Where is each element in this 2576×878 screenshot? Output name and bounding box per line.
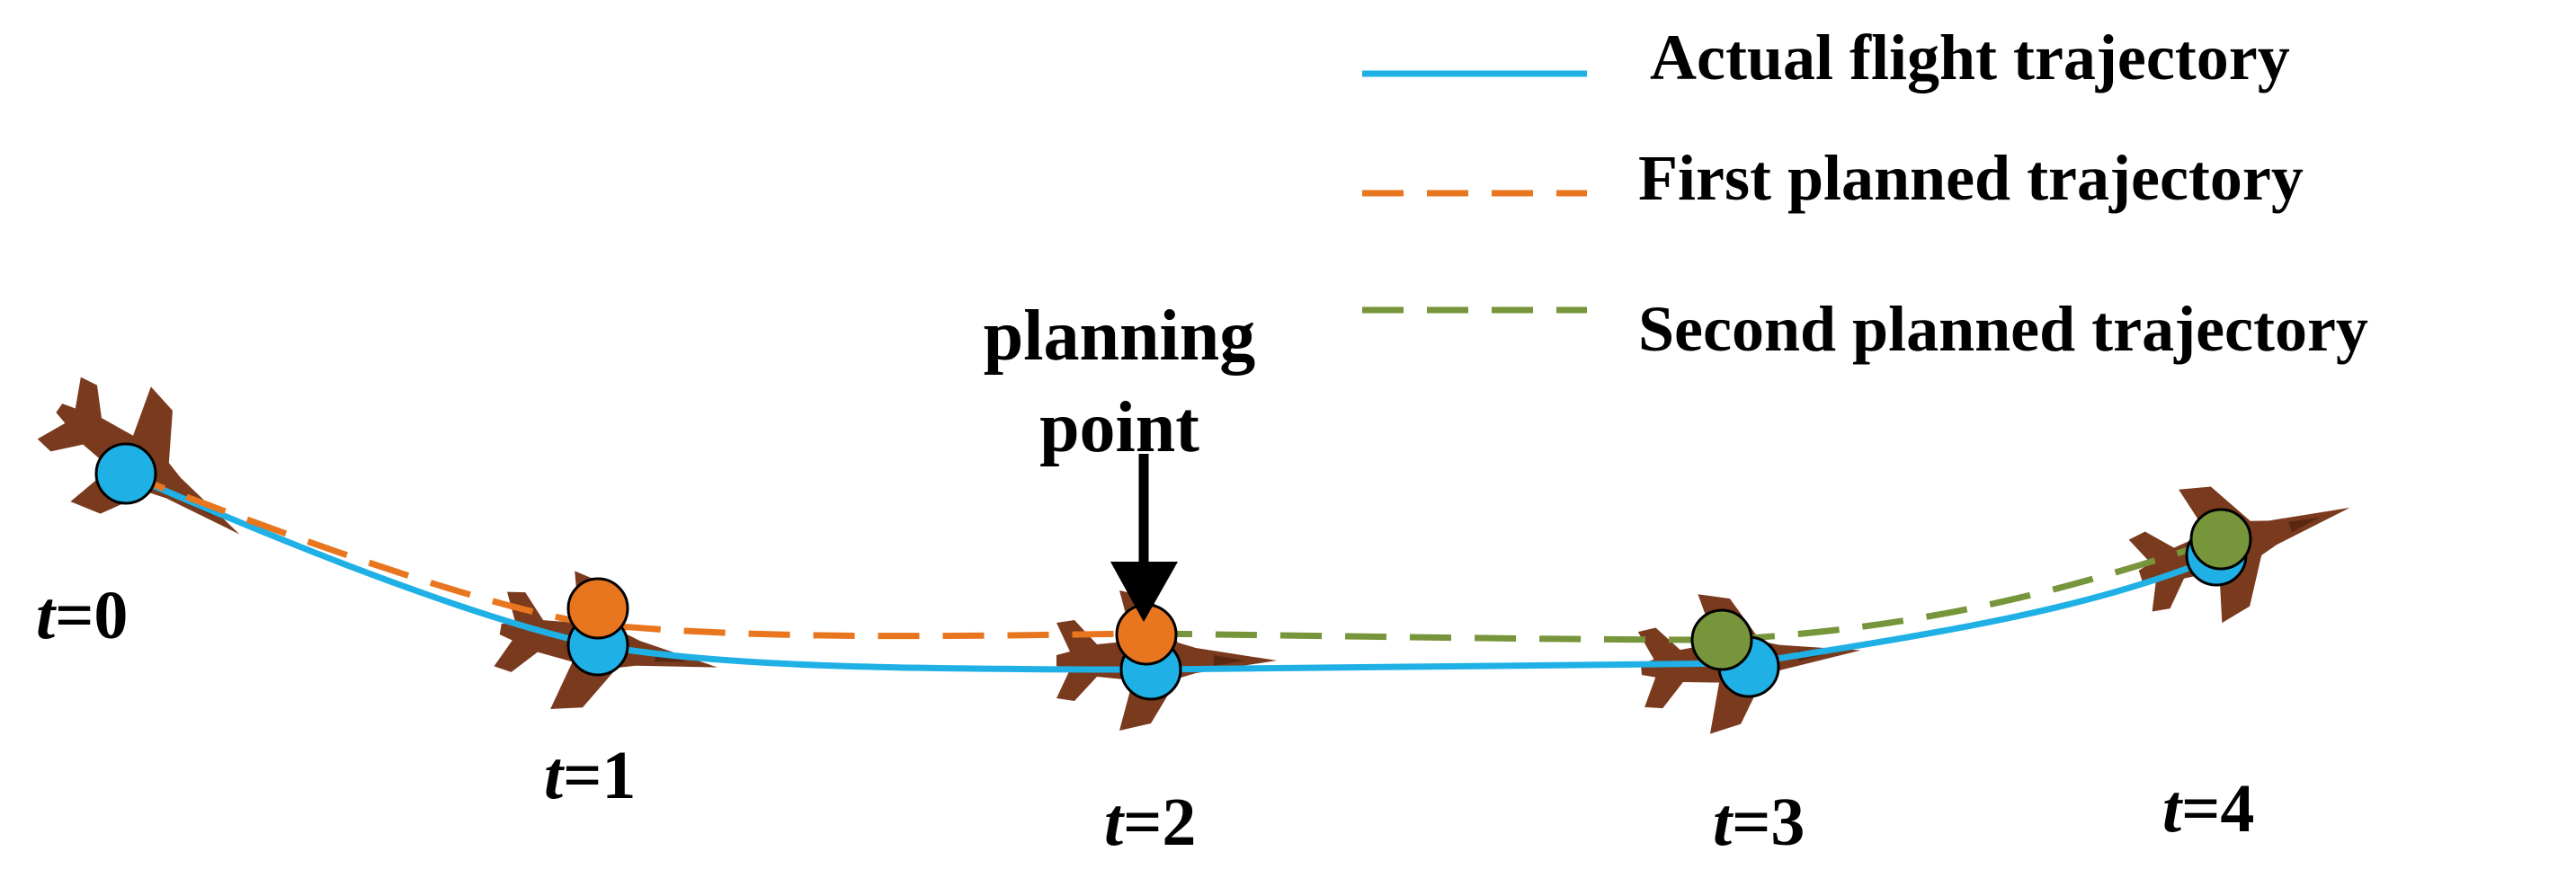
time-label-t2-value: =2	[1123, 785, 1196, 860]
legend-first-label: First planned trajectory	[1638, 142, 2304, 214]
first-planned-trajectory	[124, 470, 1143, 640]
point-t0-actual	[94, 442, 157, 505]
down-arrow-icon	[1110, 454, 1178, 622]
time-label-t3: t=3	[1713, 785, 1805, 860]
time-label-t2-var: t	[1104, 785, 1126, 860]
planning-point-label-line1: planning	[984, 297, 1255, 376]
time-label-t0: t=0	[36, 578, 128, 653]
point-t3-second	[1690, 608, 1753, 671]
time-label-t0-value: =0	[55, 578, 128, 653]
point-t1-first	[566, 577, 629, 640]
time-label-t1-value: =1	[563, 738, 636, 813]
legend-second-label: Second planned trajectory	[1638, 293, 2368, 365]
planning-point-label-line2: point	[1039, 388, 1199, 467]
legend: Actual flight trajectory First planned t…	[1362, 22, 2368, 365]
time-label-t1-var: t	[544, 738, 566, 813]
time-label-t2: t=2	[1104, 785, 1196, 860]
time-label-t1: t=1	[544, 738, 636, 813]
time-label-t3-var: t	[1713, 785, 1734, 860]
time-label-t4-var: t	[2162, 771, 2184, 847]
time-label-t4-value: =4	[2181, 771, 2254, 847]
legend-actual-label: Actual flight trajectory	[1650, 22, 2290, 93]
second-planned-trajectory	[1150, 536, 2223, 643]
planning-point-annotation: planning point	[984, 297, 1255, 622]
time-label-t3-value: =3	[1732, 785, 1805, 860]
point-t4-second	[2189, 508, 2252, 571]
time-label-t0-var: t	[36, 578, 58, 653]
time-label-t4: t=4	[2162, 771, 2254, 847]
